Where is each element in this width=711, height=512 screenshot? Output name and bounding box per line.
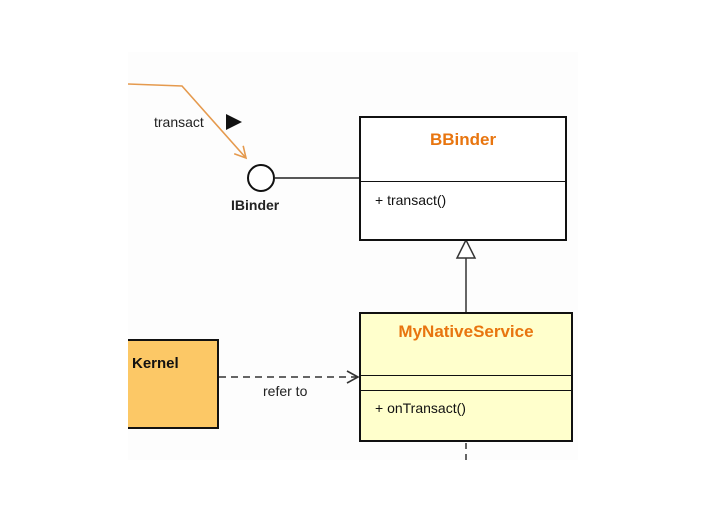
bbinder-class-name: BBinder	[361, 118, 565, 182]
transact-label: transact	[154, 114, 204, 130]
bbinder-class-box[interactable]: BBinder + transact()	[359, 116, 567, 241]
refer-to-label: refer to	[263, 383, 308, 399]
mynativeservice-class-name: MyNativeService	[361, 314, 571, 376]
mynativeservice-class-box[interactable]: MyNativeService + onTransact()	[359, 312, 573, 442]
mynativeservice-operation: + onTransact()	[375, 400, 466, 416]
transact-direction-icon	[226, 114, 242, 130]
transact-call-line	[127, 83, 248, 160]
bbinder-operation: + transact()	[375, 192, 447, 208]
kernel-box[interactable]: Kernel	[128, 339, 219, 429]
ibinder-interface-circle	[247, 164, 275, 192]
mynativeservice-attributes	[361, 376, 571, 391]
kernel-name: Kernel	[132, 355, 179, 372]
ibinder-label: IBinder	[231, 197, 280, 213]
generalization-arrow-icon	[455, 238, 477, 259]
